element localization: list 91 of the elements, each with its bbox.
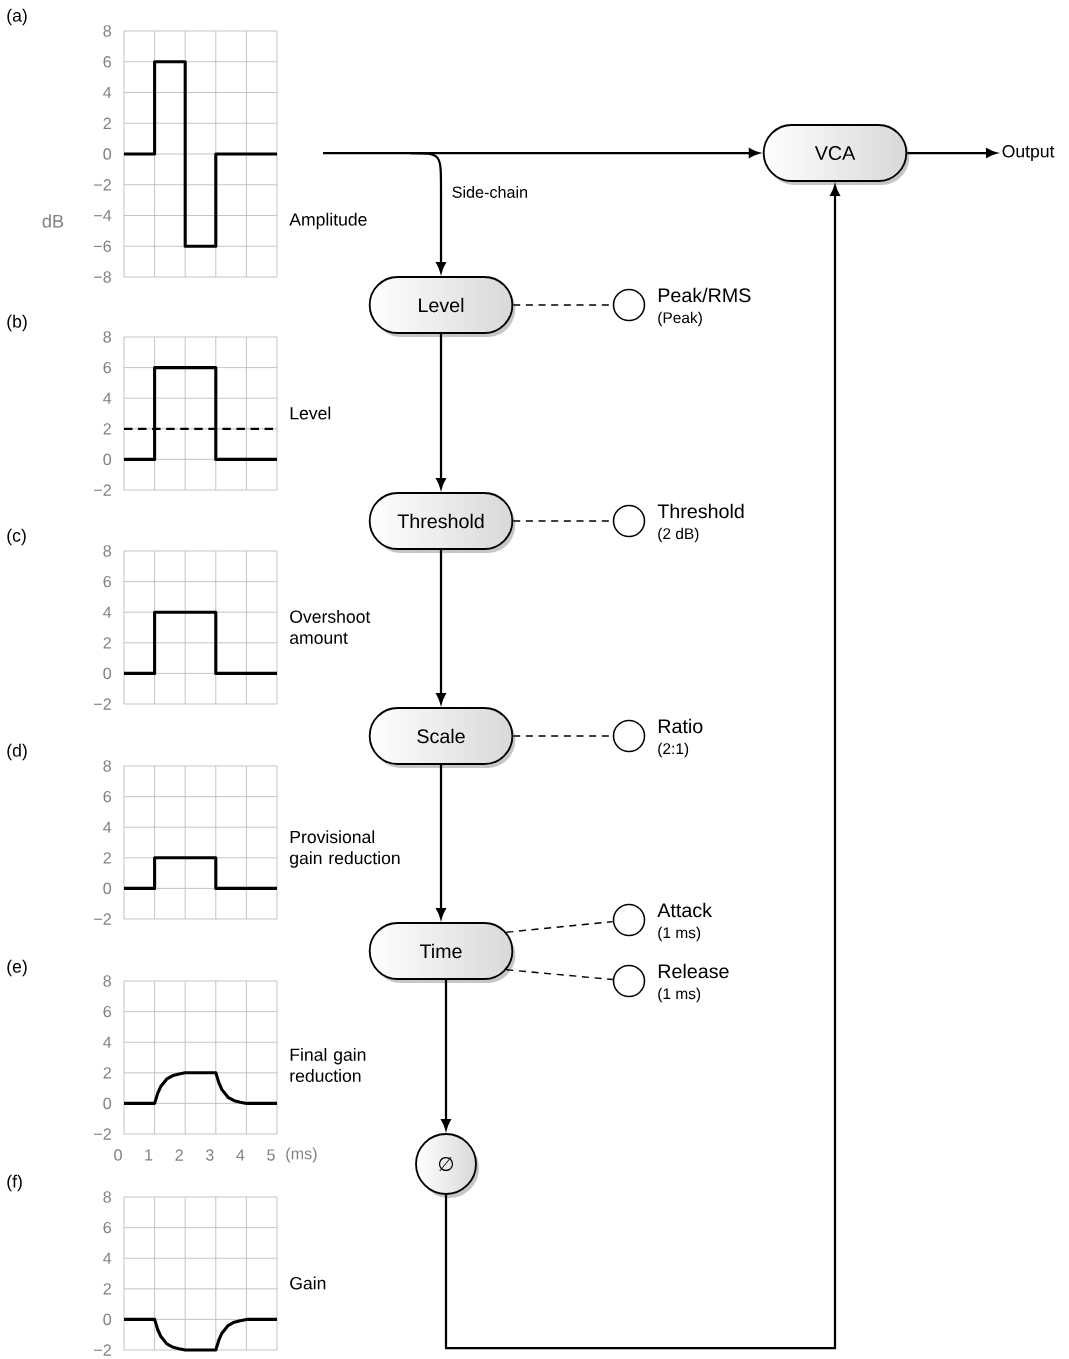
tick-label: 2 <box>103 852 111 864</box>
tick-label: 5 <box>267 1149 275 1161</box>
tick-label: −2 <box>94 1344 111 1356</box>
tick-label: 2 <box>103 637 111 649</box>
parameter-value: (1 ms) <box>658 926 701 942</box>
control-knob <box>612 903 646 937</box>
tick-label: −6 <box>94 240 111 252</box>
parameter-value: (2 dB) <box>658 527 699 543</box>
tick-label: −4 <box>94 209 112 222</box>
parameter-name: Attack <box>657 902 712 918</box>
tick-label: 8 <box>103 760 111 772</box>
tick-label: 0 <box>103 1313 112 1326</box>
series-label: Final gain reduction <box>290 1048 366 1082</box>
series-label: Overshoot amount <box>290 610 371 644</box>
arrow <box>444 185 840 1350</box>
tick-label: −2 <box>94 1128 111 1140</box>
panel-label: (b) <box>7 314 27 332</box>
process-box: Level <box>368 276 516 337</box>
tick-label: 0 <box>103 667 112 680</box>
control-knob <box>612 719 646 753</box>
tick-label: 6 <box>103 361 111 374</box>
panel-label: (e) <box>7 959 27 977</box>
tick-label: 4 <box>103 1036 112 1048</box>
tick-label: 4 <box>103 86 112 99</box>
tick-label: 6 <box>103 575 111 588</box>
edge-label: Side-chain <box>450 184 530 200</box>
tick-label: 6 <box>103 1005 111 1018</box>
parameter-name: Peak/RMS <box>658 287 751 303</box>
tick-label: 0 <box>114 1149 122 1161</box>
tick-label: 8 <box>103 25 111 37</box>
series-label: Provisional gain reduction <box>290 830 400 868</box>
process-box: VCA <box>762 124 910 185</box>
arrow <box>907 148 997 158</box>
connector-line <box>505 920 614 933</box>
panel-label: (d) <box>7 743 27 761</box>
tick-label: −2 <box>94 913 111 925</box>
tick-label: 4 <box>103 606 112 618</box>
parameter-value: (Peak) <box>658 311 702 327</box>
tick-label: 3 <box>205 1149 214 1161</box>
arrow <box>436 549 446 704</box>
tick-label: 8 <box>103 1191 111 1203</box>
arrow <box>323 148 760 158</box>
axis-label: dB <box>42 214 64 228</box>
tick-label: −2 <box>94 698 111 710</box>
tick-label: 8 <box>103 331 111 343</box>
connector-line <box>505 969 614 981</box>
tick-label: 8 <box>103 975 111 987</box>
panel-label: (a) <box>7 8 27 26</box>
tick-label: 0 <box>103 453 112 466</box>
tick-label: 2 <box>103 1283 111 1295</box>
series-label: Gain <box>290 1276 326 1290</box>
tick-label: −2 <box>94 179 111 191</box>
tick-label: 2 <box>175 1149 183 1161</box>
tick-label: 8 <box>103 545 111 557</box>
tick-label: 6 <box>103 56 111 68</box>
panel-label: (c) <box>7 528 26 546</box>
process-box: Time <box>368 922 516 983</box>
parameter-name: Ratio <box>658 718 703 734</box>
process-box: Threshold <box>368 492 516 553</box>
tick-label: 6 <box>103 1221 111 1234</box>
tick-label: 2 <box>103 117 111 129</box>
series-label: Level <box>290 406 331 420</box>
panel-label: (f) <box>7 1174 22 1192</box>
tick-label: 4 <box>103 1252 112 1264</box>
tick-label: 4 <box>103 392 112 404</box>
tick-label: 0 <box>103 148 112 160</box>
series-label: Amplitude <box>289 212 367 230</box>
output-label: Output <box>1002 145 1055 161</box>
tick-label: 2 <box>103 1067 111 1079</box>
control-knob <box>612 964 646 998</box>
arrow <box>441 979 451 1130</box>
tick-label: −2 <box>94 484 111 496</box>
parameter-name: Threshold <box>657 503 744 519</box>
tick-label: −8 <box>94 271 111 283</box>
control-knob <box>612 288 646 322</box>
tick-label: 0 <box>103 1097 112 1110</box>
control-knob <box>612 504 646 538</box>
arrow <box>436 333 446 489</box>
tick-label: 6 <box>103 790 111 803</box>
tick-label: 4 <box>103 821 112 833</box>
parameter-value: (2:1) <box>658 742 689 758</box>
tick-label: 2 <box>103 423 111 435</box>
tick-label: 4 <box>236 1149 245 1161</box>
tick-label: 1 <box>145 1149 153 1161</box>
axis-label: (ms) <box>286 1147 317 1163</box>
arrow <box>436 764 446 919</box>
parameter-value: (1 ms) <box>658 987 701 1003</box>
tick-label: 0 <box>103 882 112 895</box>
process-box: Scale <box>368 707 516 768</box>
parameter-name: Release <box>658 963 729 979</box>
arrow <box>410 151 446 273</box>
